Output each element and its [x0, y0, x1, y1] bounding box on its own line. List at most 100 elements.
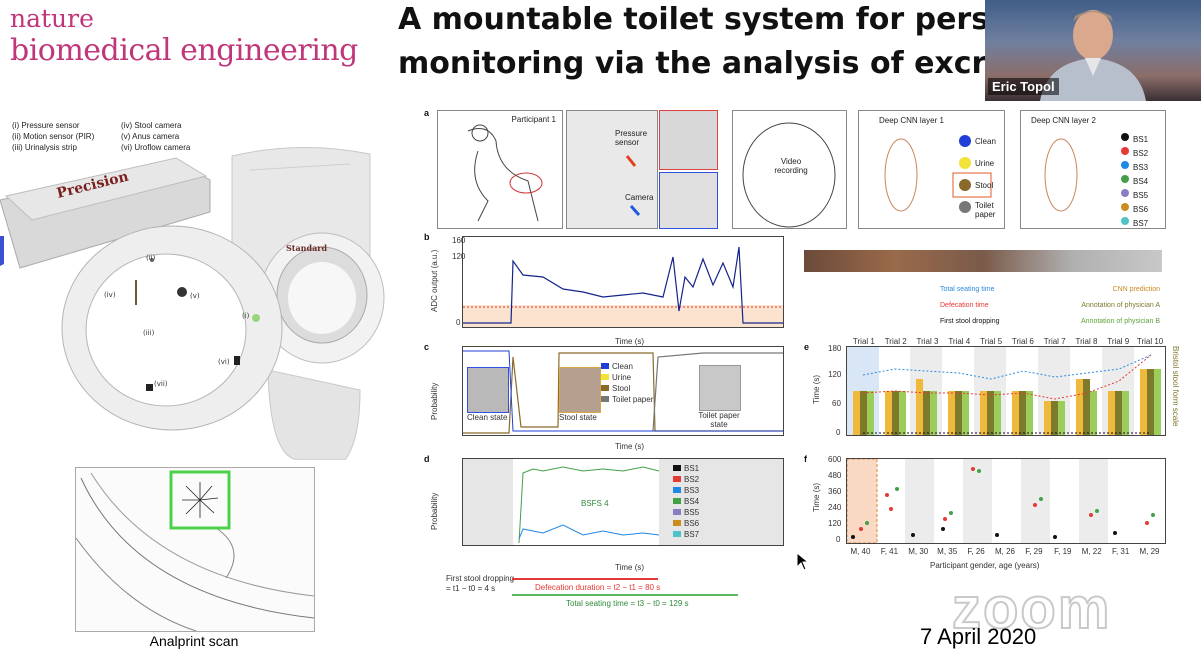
panel-c-plot: Clean state Stool state Toilet paper sta… — [462, 346, 784, 436]
trial-label: Trial 3 — [916, 337, 939, 346]
speaker-name-label: Eric Topol — [988, 78, 1059, 95]
stool-state-thumb — [559, 367, 601, 413]
e-ytick: 120 — [828, 370, 842, 379]
state-label: Stool state — [559, 413, 597, 422]
d-legend-item: BS5 — [673, 507, 699, 518]
zoom-watermark: zoom — [951, 575, 1112, 642]
participant-label: M, 29 — [1139, 547, 1160, 556]
trial-label: Trial 7 — [1043, 337, 1066, 346]
e-trial-labels: Trial 1 Trial 2 Trial 3 Trial 4 Trial 5 … — [848, 337, 1166, 346]
marker-iii: (iii) — [143, 329, 155, 337]
sensor-item: (iv) Stool camera — [121, 121, 182, 130]
first-stool-note: First stool dropping = t1 − t0 = 4 s — [446, 574, 515, 593]
sensor-item: (v) Anus camera — [121, 132, 180, 141]
sensor-item: (ii) Motion sensor (PIR) — [12, 132, 95, 141]
closeup-red-box — [659, 110, 718, 170]
participant-label: F, 29 — [1025, 547, 1043, 556]
sensor-list-col1: (i) Pressure sensor (ii) Motion sensor (… — [12, 120, 94, 153]
pressure-sensor-label: Pressure sensor — [615, 129, 648, 147]
analprint-caption: Analprint scan — [149, 633, 239, 649]
f-ytick: 480 — [828, 471, 842, 480]
e-ytick: 0 — [836, 428, 841, 437]
sensor-item: (vi) Uroflow camera — [121, 143, 191, 152]
d-legend-item: BS2 — [673, 474, 699, 485]
e-legend-item: Annotation of physician B — [1081, 318, 1160, 325]
panel-e-plot — [846, 346, 1166, 436]
b-ytick: 0 — [456, 318, 461, 327]
f-ylabel: Time (s) — [812, 482, 821, 512]
sensor-list-col2: (iv) Stool camera (v) Anus camera (vi) U… — [121, 120, 190, 153]
f-ytick: 360 — [828, 487, 842, 496]
d-ylabel: Probability — [430, 492, 439, 530]
trial-label: Trial 1 — [852, 337, 875, 346]
analprint-image — [75, 467, 315, 632]
clean-state-thumb — [467, 367, 509, 413]
defecation-bar — [512, 578, 658, 580]
d-legend-item: BS6 — [673, 518, 699, 529]
mouse-cursor-icon — [796, 552, 810, 571]
e-legend: Total seating time CNN prediction Defeca… — [940, 282, 1160, 330]
d-legend-item: BS4 — [673, 496, 699, 507]
b-ylabel: ADC output (a.u.) — [430, 249, 439, 312]
c-legend: Clean Urine Stool Toilet paper — [601, 361, 653, 405]
b-xlabel: Time (s) — [615, 337, 645, 346]
defecation-text: Defecation duration = t2 − t1 = 80 s — [535, 583, 661, 592]
video-recording-label: Video recording — [774, 157, 808, 175]
state-label: Clean state — [467, 413, 508, 422]
participant-sketch — [467, 124, 543, 222]
video-recording-box: Video recording — [732, 110, 847, 229]
c-xlabel: Time (s) — [615, 442, 645, 451]
d-xlabel: Time (s) — [615, 563, 645, 572]
analprint-sketch — [75, 470, 315, 632]
closeup-blue-box — [659, 172, 718, 229]
slide-date: 7 April 2020 — [920, 624, 1037, 649]
cnn-layer2-label: Deep CNN layer 2 — [1031, 116, 1096, 125]
trial-label: Trial 2 — [884, 337, 907, 346]
paper-state-thumb — [699, 365, 741, 411]
f-ytick: 120 — [828, 519, 842, 528]
speaker-video-tile[interactable]: Eric Topol — [985, 0, 1201, 101]
panel-a-letter: a — [424, 108, 430, 118]
bs-class: BS3 — [1133, 163, 1149, 172]
slide-title-line2: monitoring via the analysis of excreta — [398, 46, 1042, 81]
participant-label: F, 41 — [880, 547, 899, 556]
marker-v: (v) — [190, 292, 200, 300]
participant-label: M, 35 — [937, 547, 958, 556]
panel-b-letter: b — [424, 232, 430, 242]
d-legend-item: BS1 — [673, 463, 699, 474]
marker-i: (i) — [242, 312, 250, 320]
e-ylabel-right: Bristol stool form scale — [1171, 346, 1180, 427]
sensor-item: (iii) Urinalysis strip — [12, 143, 77, 152]
bs-class: BS4 — [1133, 177, 1149, 186]
d-legend-item: BS3 — [673, 485, 699, 496]
total-seating-bar — [512, 594, 738, 596]
marker-vi: (vi) — [218, 358, 230, 366]
c-legend-item: Stool — [601, 383, 653, 394]
participant-label: F, 19 — [1054, 547, 1072, 556]
total-seating-text: Total seating time = t3 − t0 = 129 s — [566, 599, 689, 608]
cnn-class-urine: Urine — [975, 159, 995, 168]
trial-label: Trial 8 — [1075, 337, 1098, 346]
cnn-layer1-label: Deep CNN layer 1 — [879, 116, 944, 125]
sensor-closeup-box: Pressure sensor Camera — [566, 110, 658, 229]
trial-label: Trial 10 — [1136, 337, 1164, 346]
e-legend-item: Defecation time — [940, 302, 989, 309]
sensor-item: (i) Pressure sensor — [12, 121, 80, 130]
e-ytick: 60 — [832, 399, 841, 408]
cnn-layer2-box: Deep CNN layer 2 BS1 BS2 BS3 BS4 BS5 BS6… — [1020, 110, 1166, 229]
brand-small-label: Standard — [286, 243, 327, 253]
c-legend-item: Urine — [601, 372, 653, 383]
participant-label: M, 22 — [1081, 547, 1102, 556]
f-participant-labels: M, 40 F, 41 M, 30 M, 35 F, 26 M, 26 F, 2… — [846, 547, 1164, 556]
state-label: Toilet paper state — [698, 411, 740, 429]
c-ylabel: Probability — [430, 382, 439, 420]
panel-e-letter: e — [804, 342, 810, 352]
e-ytick: 180 — [828, 344, 842, 353]
panel-d-letter: d — [424, 454, 430, 464]
panel-d-plot: BSFS 4 BS1 BS2 BS3 BS4 BS5 BS6 BS7 — [462, 458, 784, 546]
journal-logo-line1: nature — [10, 4, 94, 33]
trial-label: Trial 5 — [980, 337, 1003, 346]
participant-label: F, 26 — [967, 547, 985, 556]
e-legend-item: CNN prediction — [1112, 286, 1160, 293]
participant-label: M, 30 — [908, 547, 929, 556]
